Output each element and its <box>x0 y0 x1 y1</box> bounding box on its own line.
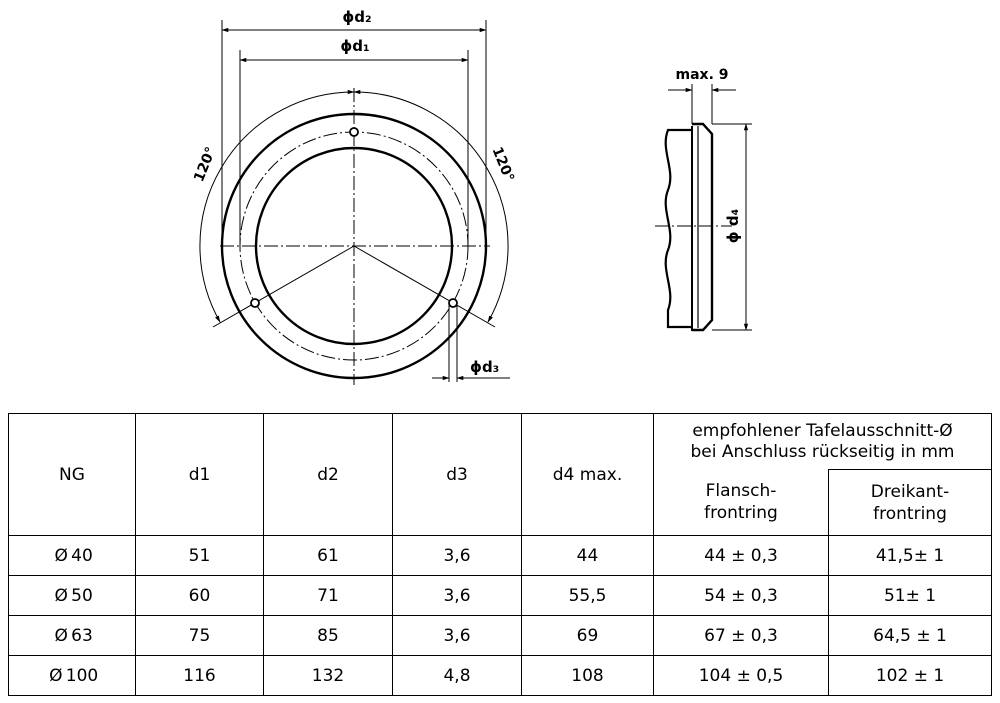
mounting-hole-right <box>448 298 458 308</box>
cell-dreikant: 64,5 ± 1 <box>827 615 993 656</box>
cell-d3: 4,8 <box>392 655 522 696</box>
table-header-row: NG d1 d2 d3 d4 max. empfohlener Tafelaus… <box>8 413 993 536</box>
cell-ng-value: 40 <box>71 545 93 566</box>
mounting-hole-left <box>250 298 260 308</box>
header-flansch-line2: frontring <box>704 503 778 524</box>
diameter-symbol: Ø <box>49 665 63 686</box>
cell-d2: 85 <box>263 615 393 656</box>
header-d2: d2 <box>263 413 393 536</box>
cell-d3: 3,6 <box>392 535 522 576</box>
angle-arc-left <box>199 89 355 323</box>
cell-dreikant: 102 ± 1 <box>827 655 993 696</box>
header-ng: NG <box>8 413 136 536</box>
cell-d3: 3,6 <box>392 575 522 616</box>
dimension-label-d3: ϕd₃ <box>470 358 499 376</box>
cell-d1: 51 <box>135 535 264 576</box>
header-d1: d1 <box>135 413 264 536</box>
header-group-line2: bei Anschluss rückseitig in mm <box>690 441 955 462</box>
dimension-label-d1: ϕd₁ <box>340 37 369 55</box>
side-view: max. 9 ϕ d₄ <box>655 67 752 332</box>
dimension-label-d4: ϕ d₄ <box>724 209 742 243</box>
cell-ng-value: 100 <box>65 665 99 686</box>
table-subheader-row: Flansch- frontring Dreikant- frontring <box>9 469 993 536</box>
cell-d2: 132 <box>263 655 393 696</box>
cell-dreikant: 41,5± 1 <box>827 535 993 576</box>
cell-d2: 61 <box>263 535 393 576</box>
cell-ng-value: 50 <box>71 585 93 606</box>
side-body <box>664 128 692 329</box>
cell-ng-value: 63 <box>71 625 93 646</box>
header-d4: d4 max. <box>521 413 654 536</box>
header-dreikant-line2: frontring <box>873 503 947 524</box>
cell-flansch: 67 ± 0,3 <box>653 615 829 656</box>
cell-d4: 55,5 <box>521 575 654 616</box>
cell-d4: 44 <box>521 535 654 576</box>
cell-d1: 60 <box>135 575 264 616</box>
cell-d3: 3,6 <box>392 615 522 656</box>
dimension-label-d2: ϕd₂ <box>342 8 371 26</box>
diameter-symbol: Ø <box>54 545 68 566</box>
cell-d1: 116 <box>135 655 264 696</box>
front-ring-profile <box>692 122 714 332</box>
cell-flansch: 54 ± 0,3 <box>653 575 829 616</box>
cell-d2: 71 <box>263 575 393 616</box>
cell-dreikant: 51± 1 <box>827 575 993 616</box>
technical-drawing: ϕd₂ ϕd₁ 120° 120° ϕd₃ max. 9 <box>191 8 752 385</box>
cell-flansch: 104 ± 0,5 <box>653 655 829 696</box>
header-dreikant-line1: Dreikant- <box>870 481 950 502</box>
header-group-line1: empfohlener Tafelausschnitt-Ø <box>692 420 953 441</box>
dimension-table: NG d1 d2 d3 d4 max. empfohlener Tafelaus… <box>8 413 993 696</box>
cell-d4: 108 <box>521 655 654 696</box>
dimension-label-width: max. 9 <box>676 67 729 83</box>
cell-d4: 69 <box>521 615 654 656</box>
header-flansch-line1: Flansch- <box>705 481 777 502</box>
front-view: ϕd₂ ϕd₁ 120° 120° ϕd₃ <box>191 8 517 385</box>
cell-d1: 75 <box>135 615 264 656</box>
header-d3: d3 <box>392 413 522 536</box>
header-flansch: Flansch- frontring <box>653 469 829 536</box>
header-dreikant: Dreikant- frontring <box>827 469 993 536</box>
cell-flansch: 44 ± 0,3 <box>653 535 829 576</box>
mounting-hole-top <box>349 127 359 137</box>
diameter-symbol: Ø <box>54 585 68 606</box>
angle-arc-right <box>353 89 509 323</box>
diameter-symbol: Ø <box>54 625 68 646</box>
header-group-cutout: empfohlener Tafelausschnitt-Ø bei Anschl… <box>652 413 993 470</box>
